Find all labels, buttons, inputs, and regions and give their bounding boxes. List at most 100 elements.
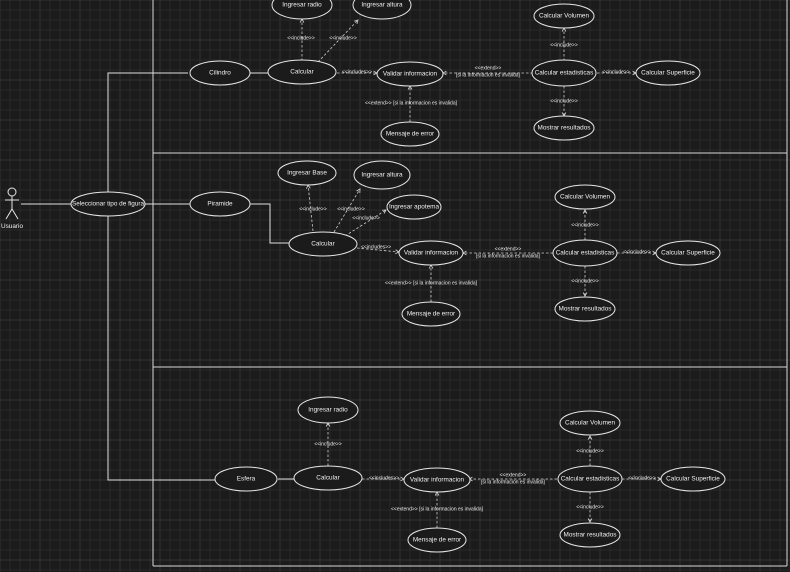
usecase-piramide-estadisticas[interactable]: Calcular estadisticas	[552, 239, 618, 267]
label-includes: <<includes>>	[369, 475, 399, 481]
assoc-seleccionar-esfera	[107, 216, 215, 481]
usecase-label: Piramide	[207, 201, 233, 208]
usecase-cilindro-ingresar-altura[interactable]: Ingresar altura	[352, 0, 412, 20]
label-include: <<include>>	[329, 35, 357, 41]
usecase-esfera-validar[interactable]: Validar informacion	[403, 467, 471, 493]
actor-left-leg	[5, 208, 13, 220]
label-extend-condition: <<extend>> [si la informacion es invalid…	[391, 506, 484, 512]
usecase-piramide[interactable]: Piramide	[189, 191, 251, 217]
label-extend: <<extend>>	[500, 472, 527, 478]
usecase-label: Ingresar altura	[361, 172, 403, 179]
usecase-label: Ingresar radio	[308, 407, 348, 414]
label-include: <<include>>	[576, 504, 604, 510]
usecase-label: Mensaje de error	[407, 311, 456, 318]
usecase-esfera-superficie[interactable]: Calcular Superficie	[660, 466, 726, 492]
usecase-cilindro-superficie[interactable]: Calcular Superficie	[635, 60, 701, 86]
usecase-cilindro-ingresar-radio[interactable]: Ingresar radio	[271, 0, 333, 20]
usecase-piramide-mensaje-error[interactable]: Mensaje de error	[401, 301, 461, 327]
label-include: <<include>>	[571, 222, 599, 228]
dependency-arrowhead	[587, 435, 593, 440]
label-include: <<include>>	[287, 35, 315, 41]
usecase-label: Mostrar resultados	[564, 532, 617, 539]
usecase-esfera-estadisticas[interactable]: Calcular estadisticas	[557, 465, 623, 493]
usecase-cilindro-volumen[interactable]: Calcular Volumen	[533, 3, 595, 29]
dep-cil-calcular-altura	[317, 19, 359, 63]
usecase-label: Calcular	[316, 475, 340, 482]
usecase-label: Calcular	[311, 241, 335, 248]
label-extend: <<extend>>	[475, 65, 502, 71]
usecase-esfera-calcular[interactable]: Calcular	[293, 465, 363, 491]
usecase-label: Mostrar resultados	[559, 306, 612, 313]
actor-usuario[interactable]: Usuario	[1, 187, 23, 230]
usecase-piramide-ingresar-apotema[interactable]: Ingresar apotema	[386, 194, 442, 220]
label-condition: [si la informacion es invalida]	[456, 72, 521, 78]
usecase-cilindro-validar[interactable]: Validar informacion	[376, 61, 444, 87]
usecase-label: Ingresar altura	[361, 2, 403, 9]
label-extend-condition: <<extend>> [si la informacion es invalid…	[385, 280, 478, 286]
dependencies	[299, 18, 662, 528]
usecase-seleccionar-tipo-figura[interactable]: Seleccionar tipo de figura	[70, 191, 146, 217]
label-include: <<include>>	[314, 441, 342, 447]
actor-label: Usuario	[1, 223, 23, 230]
section-separators	[152, 0, 788, 567]
label-include: <<include>>	[299, 206, 327, 212]
usecase-label: Calcular Volumen	[565, 420, 616, 427]
usecase-piramide-calcular[interactable]: Calcular	[288, 231, 358, 257]
usecase-label: Mensaje de error	[413, 537, 462, 544]
stereotype-labels: <<include>> <<include>> <<includes>> <<e…	[287, 35, 656, 512]
label-extend: <<extend>>	[495, 246, 522, 252]
label-includes: <<includes>>	[361, 244, 391, 250]
dependency-arrowhead	[356, 188, 361, 194]
label-include: <<include>>	[628, 475, 656, 481]
dependency-arrowhead	[381, 209, 387, 214]
usecase-label: Calcular estadisticas	[561, 476, 620, 483]
usecase-esfera-mostrar[interactable]: Mostrar resultados	[559, 522, 621, 548]
label-include: <<include>>	[550, 42, 578, 48]
usecase-cilindro-mostrar[interactable]: Mostrar resultados	[533, 115, 595, 141]
usecase-piramide-superficie[interactable]: Calcular Superficie	[655, 240, 721, 266]
usecase-piramide-volumen[interactable]: Calcular Volumen	[554, 184, 616, 210]
usecase-label: Ingresar apotema	[389, 204, 440, 211]
usecase-cilindro-calcular[interactable]: Calcular	[267, 59, 337, 85]
dependency-arrowhead	[582, 292, 588, 297]
usecase-label: Calcular Superficie	[641, 70, 695, 77]
usecase-label: Calcular estadisticas	[556, 250, 615, 257]
usecase-piramide-ingresar-altura[interactable]: Ingresar altura	[353, 160, 411, 190]
usecase-cilindro-mensaje-error[interactable]: Mensaje de error	[380, 121, 440, 147]
usecase-label: Calcular Superficie	[666, 476, 720, 483]
usecase-label: Calcular	[290, 69, 314, 76]
actor-head	[7, 187, 17, 197]
label-include: <<include>>	[550, 98, 578, 104]
usecase-label: Mensaje de error	[386, 131, 435, 138]
dependency-arrowhead	[582, 209, 588, 214]
usecase-cilindro[interactable]: Cilindro	[189, 60, 251, 86]
label-include: <<include>>	[571, 278, 599, 284]
usecase-label: Ingresar Base	[287, 170, 327, 177]
usecase-piramide-validar[interactable]: Validar informacion	[398, 240, 464, 266]
usecase-esfera[interactable]: Esfera	[214, 466, 278, 492]
label-include: <<include>>	[602, 69, 630, 75]
usecase-esfera-ingresar-radio[interactable]: Ingresar radio	[297, 396, 359, 424]
label-include: <<include>>	[623, 249, 651, 255]
dep-pir-calcular-altura	[333, 188, 361, 233]
label-includes: <<includes>>	[342, 69, 372, 75]
assoc-piramide-calcular	[250, 203, 290, 244]
usecase-esfera-mensaje-error[interactable]: Mensaje de error	[407, 527, 467, 553]
label-extend-condition: <<extend>> [si la informacion es invalid…	[365, 100, 458, 106]
usecase-piramide-mostrar[interactable]: Mostrar resultados	[554, 296, 616, 322]
usecase-label: Validar informacion	[410, 477, 465, 484]
label-include: <<include>>	[337, 206, 365, 212]
usecase-label: Validar informacion	[404, 250, 459, 257]
usecase-label: Calcular Volumen	[560, 194, 611, 201]
usecase-esfera-volumen[interactable]: Calcular Volumen	[559, 410, 621, 436]
use-cases: Seleccionar tipo de figura Cilindro Calc…	[70, 0, 726, 553]
actor-right-leg	[11, 208, 19, 220]
usecase-label: Esfera	[237, 476, 256, 483]
usecase-cilindro-estadisticas[interactable]: Calcular estadisticas	[531, 59, 597, 87]
usecase-label: Calcular estadisticas	[535, 70, 594, 77]
dep-pir-calcular-base	[307, 184, 314, 232]
dependency-arrowhead	[354, 19, 359, 24]
usecase-piramide-ingresar-base[interactable]: Ingresar Base	[277, 160, 337, 186]
label-condition: [si la informacion es invalida]	[476, 253, 541, 259]
